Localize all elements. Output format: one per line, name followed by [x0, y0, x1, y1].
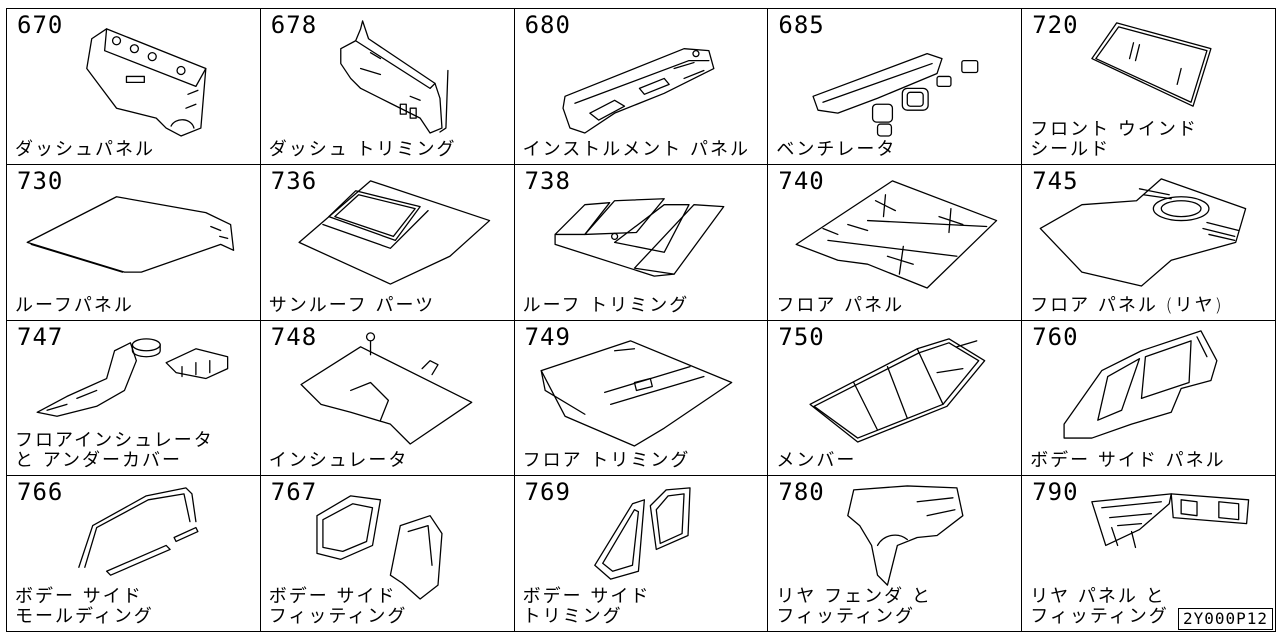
- floor-panel-illustration: [795, 179, 998, 289]
- section-730-roof-panel[interactable]: 730 ルーフパネル: [7, 164, 261, 321]
- rear-floor-panel-illustration: [1039, 177, 1247, 287]
- section-747-floor-insulator-undercover[interactable]: 747 フロアインシュレータ と アンダーカバー: [7, 320, 261, 477]
- section-label: ベンチレータ: [776, 138, 897, 160]
- section-code: 766: [17, 478, 64, 507]
- section-label: サンルーフ パーツ: [268, 294, 436, 316]
- section-749-floor-trimming[interactable]: 749 フロア トリミング: [514, 320, 769, 477]
- section-code: 790: [1032, 478, 1079, 507]
- section-code: 680: [524, 11, 571, 39]
- section-label: フロント ウインド シールド: [1030, 118, 1198, 160]
- section-code: 685: [778, 11, 825, 39]
- section-label: ボデー サイド フィッティング: [268, 586, 408, 627]
- section-760-body-side-panel[interactable]: 760 ボデー サイド パネル: [1022, 320, 1276, 477]
- section-label: ボデー サイド トリミング: [522, 586, 651, 627]
- section-685-ventilator[interactable]: 685 ベンチレータ: [768, 9, 1023, 165]
- section-label: リヤ フェンダ と フィッティング: [776, 586, 932, 627]
- section-767-body-side-fitting[interactable]: 767 ボデー サイド フィッティング: [260, 476, 515, 632]
- ventilator-illustration: [812, 52, 979, 137]
- section-720-front-windshield[interactable]: 720 フロント ウインド シールド: [1022, 9, 1276, 165]
- section-code: 720: [1032, 11, 1079, 39]
- section-790-rear-panel-fitting[interactable]: 790 リヤ パネル と フィッティング 2Y000P12: [1022, 476, 1276, 632]
- drawing-number: 2Y000P12: [1177, 608, 1273, 630]
- body-side-panel-illustration: [1063, 329, 1218, 439]
- section-code: 745: [1032, 166, 1079, 195]
- roof-trimming-illustration: [554, 197, 724, 277]
- section-label: ダッシュパネル: [15, 138, 155, 160]
- section-code: 736: [270, 166, 318, 195]
- section-745-floor-panel-rear[interactable]: 745 フロア パネル (リヤ): [1022, 164, 1276, 321]
- section-label: ボデー サイド モールディング: [15, 586, 154, 627]
- section-label: インストルメント パネル: [522, 138, 750, 160]
- section-code: 740: [778, 166, 825, 195]
- section-748-insulator[interactable]: 748 インシュレータ: [260, 320, 515, 477]
- section-label: インシュレータ: [268, 450, 409, 472]
- section-label: フロア トリミング: [522, 450, 691, 472]
- section-code: 678: [270, 11, 318, 39]
- section-code: 750: [778, 322, 825, 351]
- section-670-dash-panel[interactable]: 670 ダッシュパネル: [7, 9, 261, 165]
- section-680-instrument-panel[interactable]: 680 インストルメント パネル: [514, 9, 769, 165]
- side-molding-illustration: [78, 487, 199, 577]
- section-code: 780: [778, 478, 825, 507]
- section-740-floor-panel[interactable]: 740 フロア パネル: [768, 164, 1023, 321]
- section-label: フロア パネル (リヤ): [1030, 294, 1224, 316]
- sunroof-illustration: [298, 179, 491, 285]
- dash-panel-illustration: [86, 28, 207, 137]
- roof-panel-illustration: [26, 195, 235, 273]
- side-fitting-illustration: [316, 495, 443, 600]
- section-label: リヤ パネル と フィッティング: [1030, 586, 1169, 627]
- section-label: ルーフパネル: [15, 294, 134, 316]
- rear-fender-illustration: [847, 485, 964, 587]
- section-label: ルーフ トリミング: [522, 294, 690, 316]
- section-label: メンバー: [776, 450, 857, 472]
- section-678-dash-trimming[interactable]: 678 ダッシュ トリミング: [260, 9, 515, 165]
- parts-index-grid: 670 ダッシュパネル 678 ダッシュ トリミング 680: [6, 8, 1276, 632]
- floor-trimming-illustration: [540, 339, 732, 447]
- section-code: 748: [270, 322, 318, 351]
- section-766-body-side-molding[interactable]: 766 ボデー サイド モールディング: [7, 476, 261, 632]
- section-code: 747: [17, 322, 64, 351]
- section-code: 738: [524, 166, 571, 195]
- section-780-rear-fender-fitting[interactable]: 780 リヤ フェンダ と フィッティング: [768, 476, 1023, 632]
- insulator-illustration: [300, 331, 473, 445]
- section-738-roof-trimming[interactable]: 738 ルーフ トリミング: [514, 164, 769, 321]
- section-code: 760: [1032, 322, 1079, 351]
- dash-trimming-illustration: [339, 20, 449, 134]
- section-label: フロアインシュレータ と アンダーカバー: [15, 430, 214, 472]
- windshield-illustration: [1091, 22, 1212, 107]
- section-code: 749: [524, 322, 571, 351]
- section-736-sunroof-parts[interactable]: 736 サンルーフ パーツ: [260, 164, 515, 321]
- section-label: フロア パネル: [776, 294, 905, 316]
- section-750-member[interactable]: 750 メンバー: [768, 320, 1023, 477]
- member-frame-illustration: [809, 337, 986, 443]
- rear-panel-illustration: [1091, 493, 1250, 549]
- floor-insulator-illustration: [36, 337, 229, 417]
- side-trimming-illustration: [593, 487, 691, 581]
- section-code: 730: [17, 166, 64, 195]
- section-label: ボデー サイド パネル: [1030, 450, 1226, 472]
- section-code: 670: [17, 11, 64, 39]
- section-769-body-side-trimming[interactable]: 769 ボデー サイド トリミング: [514, 476, 769, 632]
- section-label: ダッシュ トリミング: [268, 138, 457, 160]
- instrument-panel-illustration: [561, 48, 715, 134]
- section-code: 769: [524, 478, 571, 507]
- section-code: 767: [270, 478, 318, 507]
